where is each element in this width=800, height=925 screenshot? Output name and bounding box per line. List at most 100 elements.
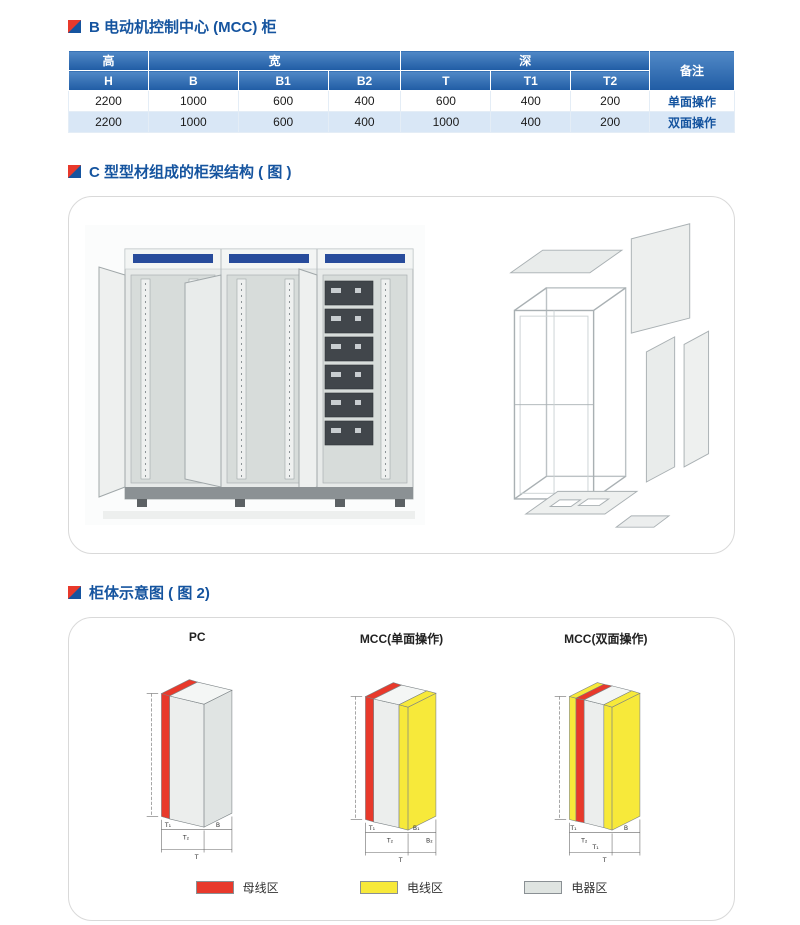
side-panel-1 [645,335,676,483]
col-header-T2: T2 [570,70,651,91]
busbar-zone [160,693,170,820]
table-row: 2200 1000 600 400 600 400 200 单面操作 [68,90,735,112]
cable-zone [603,704,613,831]
spec-cell: 1000 [400,111,492,133]
legend-label-device: 电器区 [571,881,608,895]
group-header-note: 备注 [649,50,735,91]
note-cell: 单面操作 [649,90,735,112]
module-indicators [331,288,361,433]
diagram-label: PC [188,630,206,644]
section-frame-structure: C 型型材组成的柜架结构 ( 图 ) [68,161,735,554]
spec-cell: 2200 [68,90,149,112]
diagram-mcc-single: MCC(单面操作) [344,630,459,867]
dim-label: B [624,825,628,832]
dim-label: B₁ [413,825,420,832]
diagram-mcc-double: MCC(双面操作) [548,630,663,867]
spec-cell: 400 [490,90,572,112]
dim-label: T₁ [164,822,172,829]
dim-label: B [216,822,220,829]
spec-cell: 600 [237,90,329,112]
group-header-depth: 深 [400,50,651,71]
mcc-double-drawing: T₁ T₂ T₁ B T [555,682,642,864]
bottom-plate [614,514,671,528]
spec-cell: 2200 [68,111,149,133]
section-mcc-table: B 电动机控制中心 (MCC) 柜 高 宽 深 备注 H B B1 B2 [68,16,735,133]
mcc-spec-table: 高 宽 深 备注 H B B1 B2 T T1 T2 2200 [68,50,735,133]
spec-cell: 600 [400,90,492,112]
legend-item-cable: 电线区 [359,879,443,896]
section-cabinet-diagram: 柜体示意图 ( 图 2) PC [68,582,735,921]
spec-cell: 1000 [147,90,239,112]
cable-zone-side [407,692,437,831]
busbar-zone [576,697,585,824]
legend-item-device: 电器区 [524,879,607,896]
top-cover-panel [509,249,624,273]
cable-zone [569,696,577,822]
dim-label: T₁ [570,825,578,832]
spec-cell: 600 [237,111,329,133]
group-header-height: 高 [68,50,149,71]
spec-cell: 200 [570,111,651,133]
dim-label: T₂ [182,834,190,841]
note-cell: 双面操作 [649,111,735,133]
rear-panel [630,222,691,334]
cabinet-base [103,487,415,519]
dimension-lines [555,696,641,856]
dimension-lines [146,693,232,853]
cabinet-doors [98,266,318,498]
col-header-H: H [68,70,149,91]
cabinet-diagram-panel: PC [68,617,735,921]
dim-label: T [602,857,607,864]
cabinet-photo-image [85,225,425,525]
cable-zone [398,704,409,831]
legend-label-busbar: 母线区 [242,881,279,895]
frame-structure-panel [68,196,735,554]
spec-cell: 200 [570,90,651,112]
col-header-B2: B2 [327,70,402,91]
section-b-title: B 电动机控制中心 (MCC) 柜 [89,19,277,36]
legend-swatch-device [524,881,563,894]
legend-label-cable: 电线区 [406,881,443,895]
diagram-pc: PC [140,630,255,867]
col-header-B: B [147,70,239,91]
cable-zone-side [612,692,641,831]
dimension-lines [350,696,437,856]
dim-label: T₂ [580,837,588,844]
section-d-heading: 柜体示意图 ( 图 2) [68,582,735,603]
spec-cell: 400 [327,90,402,112]
dim-label: T₁ [368,825,376,832]
col-header-B1: B1 [237,70,329,91]
dim-label: B₂ [426,837,433,844]
diagram-row: PC [69,630,734,867]
diagram-label: MCC(单面操作) [359,632,444,646]
spec-cell: 1000 [147,111,239,133]
legend-swatch-busbar [195,881,234,894]
spec-cell: 400 [490,111,572,133]
col-header-T1: T1 [490,70,572,91]
legend-item-busbar: 母线区 [195,879,279,896]
spec-cell: 400 [327,111,402,133]
zone-legend: 母线区 电线区 电器区 [69,879,734,896]
legend-swatch-cable [359,881,398,894]
section-d-title: 柜体示意图 ( 图 2) [89,585,210,602]
dim-label: T [193,854,198,861]
side-panel-2 [683,329,710,468]
group-header-width: 宽 [147,50,402,71]
section-flag-icon [68,20,81,33]
pc-cabinet-drawing: T₁ T₂ B T [146,679,233,861]
dim-label: T₂ [386,837,394,844]
base-plate [524,490,639,514]
col-header-T: T [400,70,492,91]
exploded-frame-diagram [509,222,710,528]
busbar-zone [365,696,374,823]
section-flag-icon [68,165,81,178]
section-b-heading: B 电动机控制中心 (MCC) 柜 [68,16,735,37]
dim-label: T [398,857,403,864]
section-c-title: C 型型材组成的柜架结构 ( 图 ) [89,164,292,181]
frame-wireframe [513,286,627,500]
section-c-heading: C 型型材组成的柜架结构 ( 图 ) [68,161,735,182]
diagram-label: MCC(双面操作) [564,632,648,646]
dim-label: T₁ [592,844,600,851]
mcc-single-drawing: T₁ T₂ B₁ B₂ T [350,682,437,864]
